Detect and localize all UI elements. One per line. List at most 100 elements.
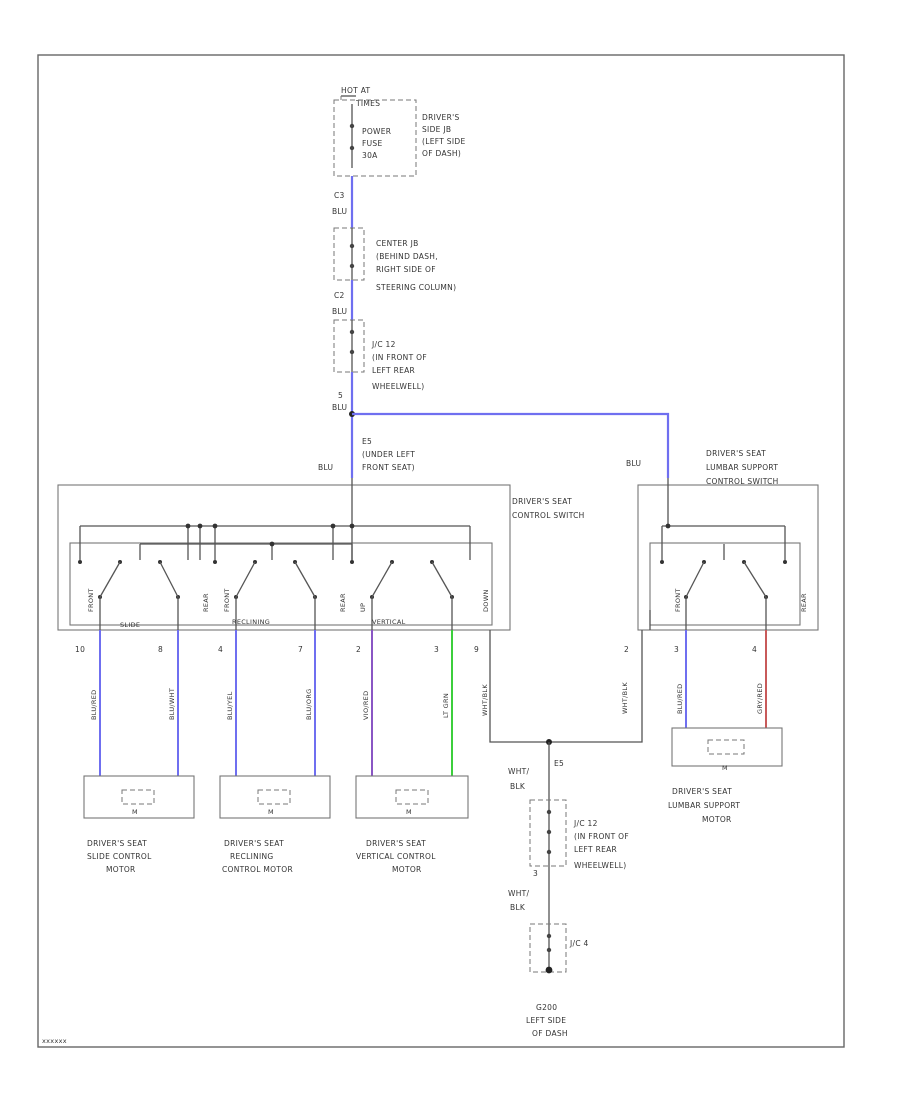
pin-7: 7 [298, 645, 303, 654]
lumbar-motor-tag: M [722, 764, 728, 772]
drivers-jb-label-2: SIDE JB [422, 125, 451, 134]
lumbar-front-label: FRONT [674, 588, 682, 612]
vert-motor-symbol [395, 789, 429, 805]
lumbar-switch-title-3: CONTROL SWITCH [706, 477, 779, 486]
jc4-label: J/C 4 [569, 939, 589, 948]
wire-color-5: VIO/RED [362, 691, 370, 720]
wire-color-3: BLU/YEL [226, 691, 234, 720]
wire-color-6: LT GRN [442, 693, 450, 718]
recl-blade-1 [235, 561, 256, 598]
wire-color-2: BLU/WHT [168, 688, 176, 720]
jc12-lower-label-1: J/C 12 [573, 819, 598, 828]
center-jb-terminal-1 [349, 243, 355, 249]
e5-label-2: (UNDER LEFT [362, 450, 415, 459]
slide-label: SLIDE [120, 621, 140, 629]
lumbar-switch-inner-box [649, 542, 801, 626]
jc12-upper-label-4: WHEELWELL) [372, 382, 424, 391]
vert-blade-2 [431, 561, 453, 598]
lumbar-motor-label-1: DRIVER'S SEAT [672, 787, 732, 796]
recl-blade-2 [294, 561, 316, 598]
slide-motor-label-1: DRIVER'S SEAT [87, 839, 147, 848]
vert-motor-label-2: VERTICAL CONTROL [356, 852, 436, 861]
power-source: HOT AT TIMES POWER FUSE 30A DRIVER'S SID… [333, 86, 465, 177]
slide-motor: M DRIVER'S SEAT SLIDE CONTROL MOTOR [83, 775, 195, 874]
slide-blade-2 [159, 561, 179, 598]
lumbar-motor-box [671, 727, 783, 767]
jc12-upper-label-3: LEFT REAR [372, 366, 415, 375]
hot-at-label: HOT AT [341, 86, 371, 95]
lumbar-motor-label-3: MOTOR [702, 815, 732, 824]
recl-motor-label-2: RECLINING [230, 852, 274, 861]
seat-control-switch: DRIVER'S SEAT CONTROL SWITCH [57, 478, 584, 631]
lumbar-contact-4 [783, 560, 787, 564]
jc12-lower-terminal-3 [546, 849, 552, 855]
wire-color-4: BLU/ORG [305, 689, 313, 720]
ground-wire-lumbar [549, 630, 643, 743]
fuse-label-1: POWER [362, 127, 391, 136]
wire-color-1: BLU/RED [90, 690, 98, 720]
pin-8: 8 [158, 645, 163, 654]
center-jb-label-3: RIGHT SIDE OF [376, 265, 436, 274]
jc12-lower-terminal-1 [546, 809, 552, 815]
lumbar-motor: M DRIVER'S SEAT LUMBAR SUPPORT MOTOR [668, 727, 783, 824]
jc12-lower-terminal-2 [546, 829, 552, 835]
jc4-box [529, 923, 567, 973]
jc12-lower-label-2: (IN FRONT OF [574, 832, 629, 841]
drivers-jb-label-4: OF DASH) [422, 149, 461, 158]
slide-switch-contacts: SLIDE FRONT REAR [78, 560, 210, 630]
times-label: TIMES [355, 99, 380, 108]
ground-wire2-line1: WHT/ [508, 889, 530, 898]
vert-blade-1 [371, 561, 393, 598]
center-jb-box [333, 227, 365, 281]
vertical-motor: M DRIVER'S SEAT VERTICAL CONTROL MOTOR [355, 775, 469, 874]
splice-pin-label: 5 [338, 391, 343, 400]
wire-color-7: WHT/BLK [481, 684, 489, 716]
jc4-terminal-2 [546, 947, 552, 953]
bus2-node [269, 541, 275, 547]
ground-symbol [545, 966, 553, 974]
lumbar-pin-2: 2 [624, 645, 629, 654]
lumbar-rear-label: REAR [800, 593, 808, 612]
recl-motor-tag: M [268, 808, 274, 816]
center-jb-label-2: (BEHIND DASH, [376, 252, 438, 261]
vert-motor-box [355, 775, 469, 819]
drivers-jb-label-3: (LEFT SIDE [422, 137, 465, 146]
jc12-upper-box [333, 319, 365, 373]
vert-motor-tag: M [406, 808, 412, 816]
drivers-jb-label-1: DRIVER'S [422, 113, 460, 122]
recl-motor-box [219, 775, 331, 819]
lumbar-pin-3: 3 [674, 645, 679, 654]
figure-id: xxxxxx [42, 1037, 67, 1045]
vert-down-label: DOWN [482, 589, 490, 612]
pin-3: 3 [434, 645, 439, 654]
fuse-terminal-bottom [349, 145, 355, 151]
seat-switch-outer-box [57, 484, 511, 631]
vert-contact-1 [350, 560, 354, 564]
ground-wire1-line1: WHT/ [508, 767, 530, 776]
ground-wire2-line2: BLK [510, 903, 526, 912]
fuse-label-2: FUSE [362, 139, 383, 148]
drivers-jb-box [333, 99, 417, 177]
center-jb: CENTER JB (BEHIND DASH, RIGHT SIDE OF ST… [333, 227, 456, 292]
diagram-frame [37, 54, 845, 1048]
jc12-lower-box [529, 799, 567, 867]
wire-color-10: GRY/RED [756, 683, 764, 714]
ground-pin-label: 3 [533, 869, 538, 878]
jc12-lower-label-3: LEFT REAR [574, 845, 617, 854]
vert-motor-label-1: DRIVER'S SEAT [366, 839, 426, 848]
lumbar-switch-outer-box [637, 484, 819, 631]
slide-rear-label: REAR [202, 593, 210, 612]
bus-node-5 [349, 523, 355, 529]
lumbar-motor-symbol [707, 739, 745, 755]
lumbar-blade-1 [685, 561, 705, 598]
fuse-terminal-top [349, 123, 355, 129]
ground-label-3: OF DASH [532, 1029, 568, 1038]
seat-switch-inner-box [69, 542, 493, 626]
c2-connector-label: C2 [334, 291, 345, 300]
switch-wire-color: BLU [318, 463, 333, 472]
e5-label-3: FRONT SEAT) [362, 463, 415, 472]
feed-wire-to-lumbar [352, 412, 670, 478]
vert-up-label: UP [359, 603, 367, 612]
